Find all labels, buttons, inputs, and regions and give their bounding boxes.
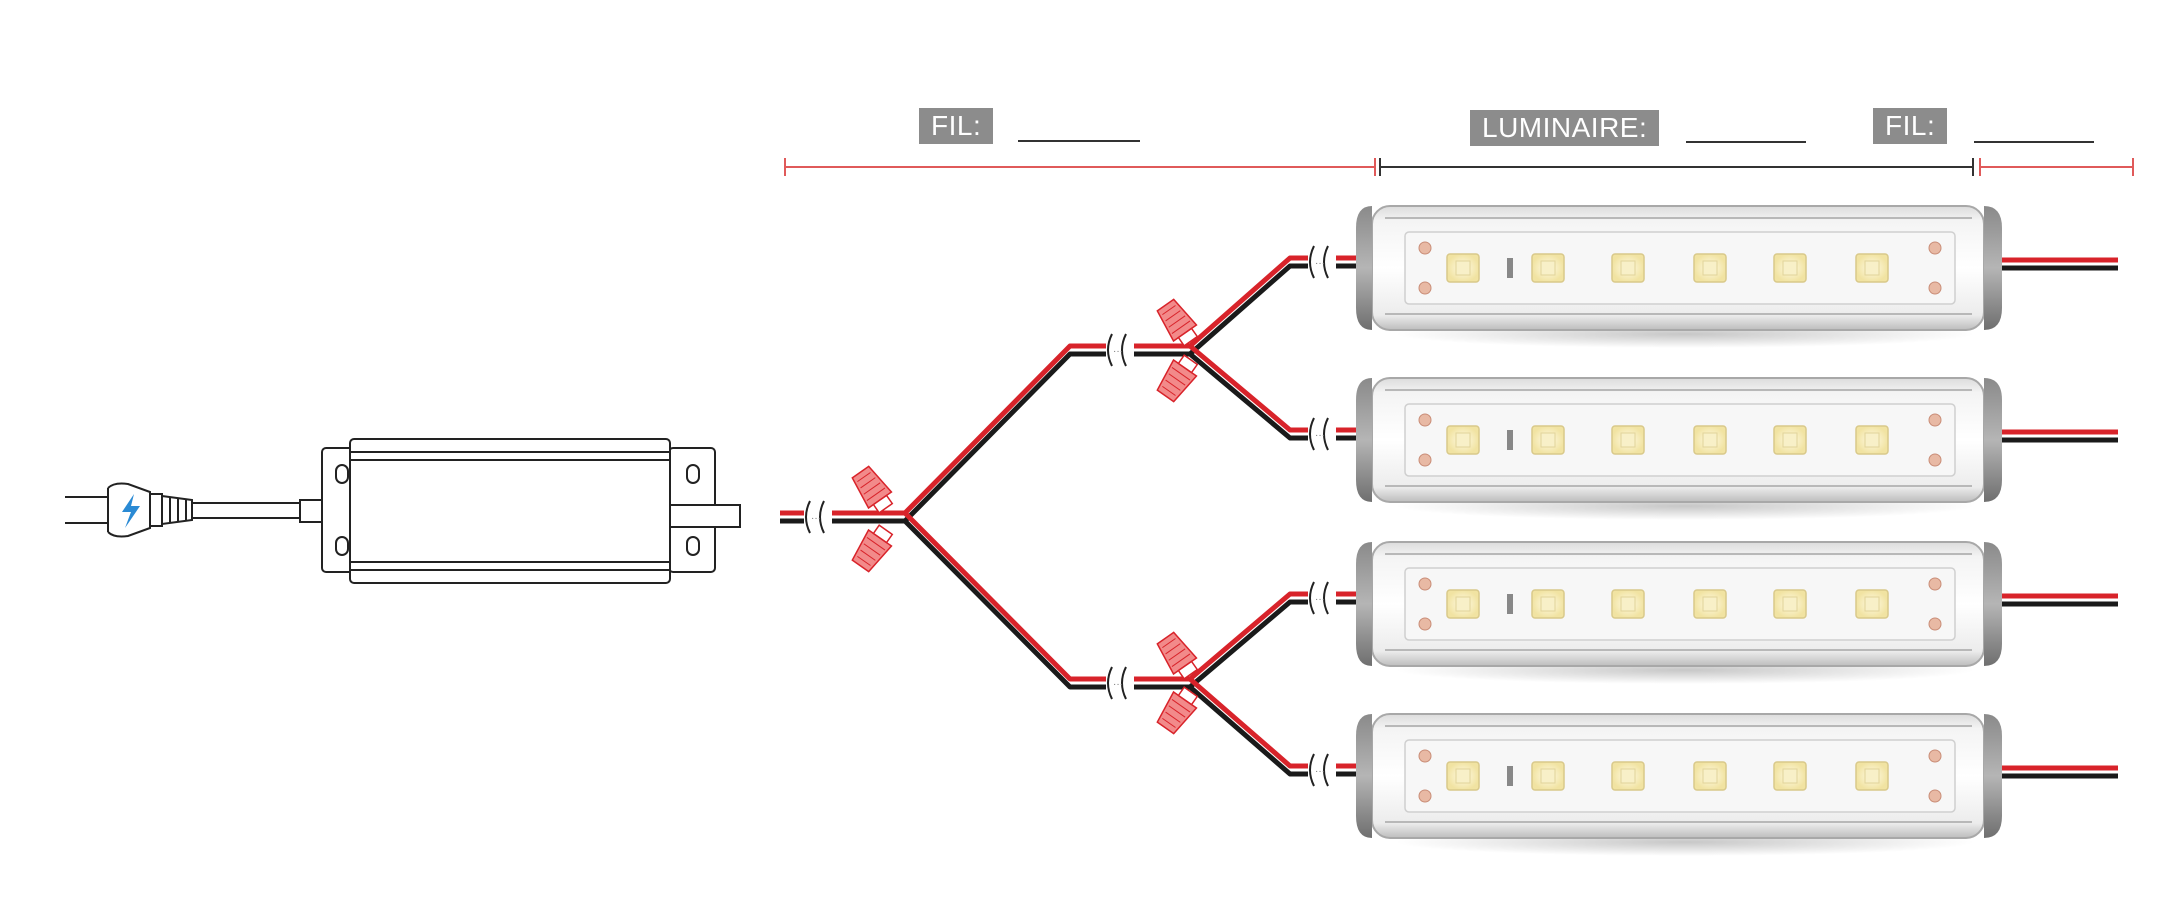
wire-to-fixture-4 bbox=[1188, 677, 1370, 777]
wire-out-label: FIL: bbox=[1873, 108, 1948, 144]
fixtures bbox=[1356, 205, 2118, 856]
solder-pad bbox=[1418, 241, 1432, 255]
solder-pad bbox=[1928, 241, 1942, 255]
wire-in-blank bbox=[1018, 140, 1140, 142]
solder-pad bbox=[1418, 617, 1432, 631]
end-cap-left bbox=[1356, 378, 1372, 502]
solder-pad bbox=[1418, 749, 1432, 763]
wire-break: ··· bbox=[1308, 753, 1336, 787]
wire-break: ··· bbox=[1106, 333, 1134, 367]
svg-text:···: ··· bbox=[1113, 346, 1123, 357]
end-cap-right bbox=[1984, 714, 2002, 838]
led-strip bbox=[1404, 231, 1956, 305]
bolt-icon bbox=[122, 494, 140, 528]
svg-text:···: ··· bbox=[1315, 594, 1325, 605]
wire-break: ··· bbox=[1308, 581, 1336, 615]
led-strip bbox=[1404, 739, 1956, 813]
trunk-wire bbox=[780, 510, 905, 524]
wire-out-blank bbox=[1974, 141, 2094, 143]
svg-text:···: ··· bbox=[1315, 258, 1325, 269]
led-strip bbox=[1404, 403, 1956, 477]
wire-break: ··· bbox=[1106, 666, 1134, 700]
wire-to-fixture-2 bbox=[1188, 344, 1370, 441]
upper-branch-wire bbox=[903, 343, 1190, 523]
power-plug bbox=[65, 482, 193, 538]
wire-in-label: FIL: bbox=[919, 108, 994, 144]
solder-pad bbox=[1928, 453, 1942, 467]
resistor bbox=[1507, 258, 1513, 278]
solder-pad bbox=[1928, 749, 1942, 763]
end-cap-right bbox=[1984, 378, 2002, 502]
wire-nut-connector bbox=[1156, 298, 1199, 347]
svg-text:···: ··· bbox=[1315, 430, 1325, 441]
wires: ··· ··· ··· ··· ··· ··· ··· bbox=[780, 245, 1370, 787]
wire-nut-connector bbox=[851, 524, 894, 573]
solder-pad bbox=[1418, 281, 1432, 295]
solder-pad bbox=[1418, 789, 1432, 803]
fixture-4 bbox=[1356, 713, 2118, 856]
end-cap-left bbox=[1356, 714, 1372, 838]
svg-text:···: ··· bbox=[1113, 679, 1123, 690]
solder-pad bbox=[1928, 789, 1942, 803]
fixture-1 bbox=[1356, 205, 2118, 348]
solder-pad bbox=[1928, 413, 1942, 427]
solder-pad bbox=[1928, 577, 1942, 591]
solder-pad bbox=[1928, 617, 1942, 631]
end-cap-right bbox=[1984, 542, 2002, 666]
resistor bbox=[1507, 594, 1513, 614]
dimension-wire-in bbox=[784, 158, 1376, 176]
solder-pad bbox=[1418, 453, 1432, 467]
svg-text:···: ··· bbox=[1315, 766, 1325, 777]
wire-nut-connector bbox=[1156, 686, 1199, 735]
fixture-2 bbox=[1356, 377, 2118, 520]
solder-pad bbox=[1418, 577, 1432, 591]
power-supply bbox=[321, 438, 741, 584]
wire-break: ··· bbox=[1308, 417, 1336, 451]
solder-pad bbox=[1928, 281, 1942, 295]
wire-nut-connector bbox=[851, 465, 894, 514]
end-cap-left bbox=[1356, 542, 1372, 666]
end-cap-right bbox=[1984, 206, 2002, 330]
led-strip bbox=[1404, 567, 1956, 641]
dimension-fixture bbox=[1379, 158, 1974, 176]
resistor bbox=[1507, 766, 1513, 786]
wire-break: ··· bbox=[1308, 245, 1336, 279]
svg-text:···: ··· bbox=[811, 513, 821, 524]
solder-pad bbox=[1418, 413, 1432, 427]
dimension-wire-out bbox=[1979, 158, 2134, 176]
fixture-label: LUMINAIRE: bbox=[1470, 110, 1660, 146]
wire-to-fixture-1 bbox=[1188, 255, 1370, 356]
wire-to-fixture-3 bbox=[1188, 591, 1370, 689]
lower-branch-wire bbox=[903, 511, 1190, 690]
fixture-blank bbox=[1686, 141, 1806, 143]
resistor bbox=[1507, 430, 1513, 450]
fixture-3 bbox=[1356, 541, 2118, 684]
wire-break: ··· bbox=[804, 500, 832, 534]
end-cap-left bbox=[1356, 206, 1372, 330]
wire-nut-connector bbox=[1156, 631, 1199, 680]
wire-nut-connector bbox=[1156, 354, 1199, 403]
